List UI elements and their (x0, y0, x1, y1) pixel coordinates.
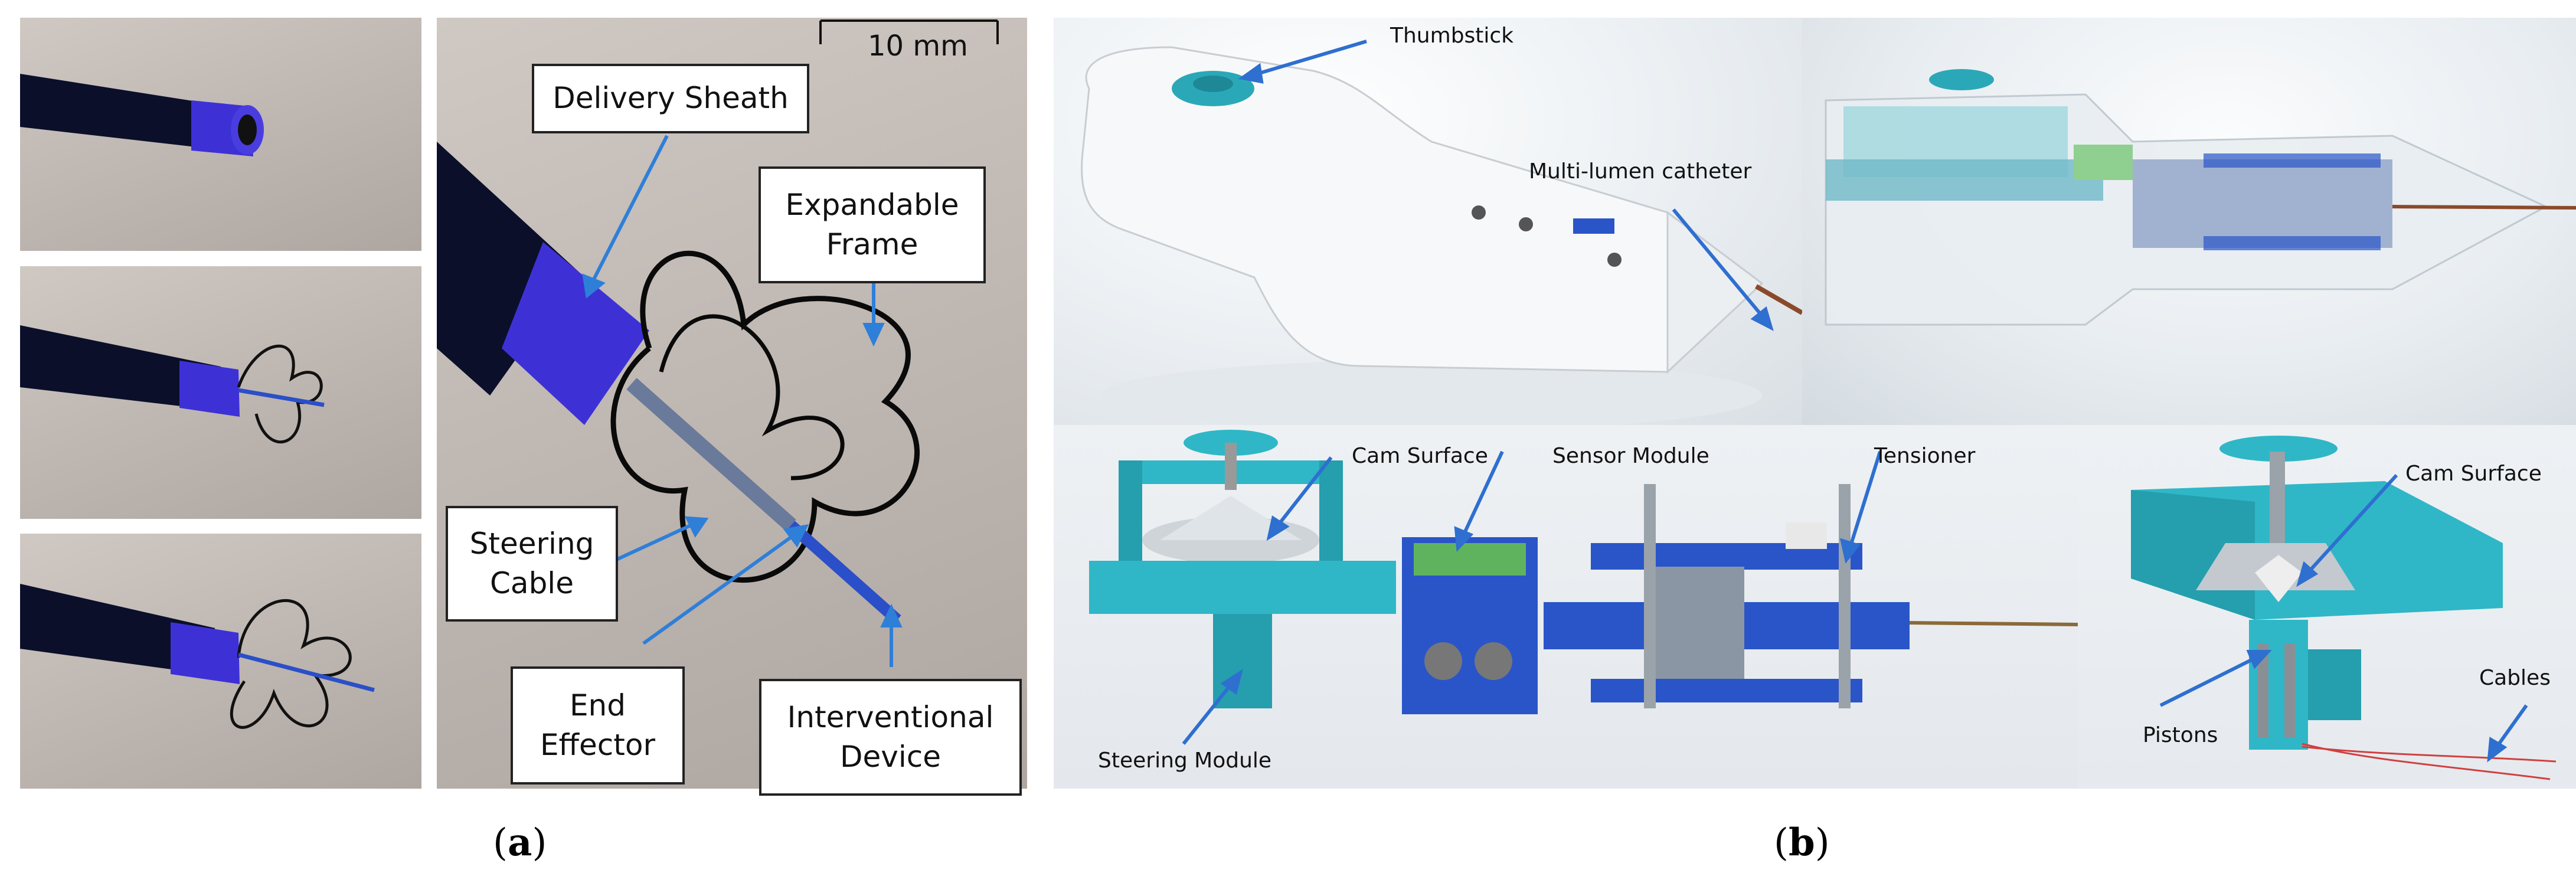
render-handle-exterior (1054, 18, 1802, 425)
label-multi-lumen-catheter: Multi-lumen catheter (1529, 159, 1752, 184)
callout-end-effector: End Effector (511, 666, 685, 785)
label-sensor-module: Sensor Module (1552, 444, 1709, 468)
photo-frame-partially-deployed (20, 266, 421, 519)
photo-sheath-retracted (20, 18, 421, 251)
render-internal-modules (1054, 425, 2078, 789)
photo-frame-fully-deployed (20, 534, 421, 789)
callout-interventional-device: Interventional Device (759, 679, 1022, 796)
render-handle-transparent (1802, 18, 2576, 425)
label-steering-module: Steering Module (1098, 748, 1272, 773)
label-pistons: Pistons (2143, 723, 2218, 747)
label-cables: Cables (2479, 666, 2551, 690)
label-cam-surface-modules: Cam Surface (1352, 444, 1488, 468)
scale-bar-label: 10 mm (868, 30, 968, 63)
callout-steering-cable: Steering Cable (446, 506, 618, 622)
callout-delivery-sheath: Delivery Sheath (532, 64, 809, 133)
panel-a-label: (a) (493, 821, 547, 865)
panel-b-label: (b) (1774, 821, 1830, 865)
callout-expandable-frame: Expandable Frame (759, 166, 986, 283)
render-steering-cutaway (2078, 425, 2576, 789)
label-tensioner: Tensioner (1874, 444, 1976, 468)
label-thumbstick: Thumbstick (1390, 24, 1514, 48)
label-cam-surface-cutaway: Cam Surface (2405, 462, 2542, 486)
photo-annotated-device: 10 mm (437, 18, 1027, 789)
